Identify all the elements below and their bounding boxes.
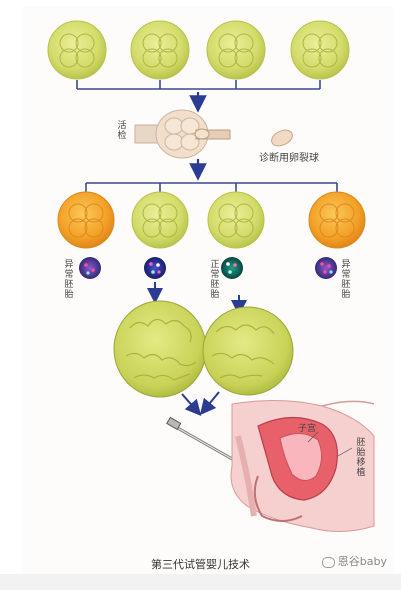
abnormal-embryo-label-2: 异常胚胎 [341,260,351,300]
embryo-1 [47,20,107,80]
abnormal-embryo-2 [308,191,366,249]
connector-top [76,80,321,90]
uterus-label: 子宫 [298,424,317,434]
bottom-strip [0,574,401,590]
chat-bubble-icon [321,556,335,568]
nucleus-abnormal-2 [315,257,337,279]
embryo-3 [206,20,266,80]
nucleus-normal-1 [144,257,166,279]
diagnostic-blastomere [271,129,293,147]
embryo-2 [130,20,190,80]
uterus-illustration [230,399,375,532]
diagnostic-blastomere-label: 诊断用卵裂球 [259,153,319,164]
arrow-transfer-1 [181,393,202,417]
nucleus-row [79,257,337,279]
figure-caption: 第三代试管婴儿技术 [151,558,250,571]
connector-middle [85,182,338,192]
embryo-row2-3 [207,191,265,249]
diagram-panel: 活检 诊断用卵裂球 异常胚胎 正常胚胎 异常胚胎 子宫 胚胎移植 [22,6,394,576]
nucleus-normal-2 [221,257,243,279]
watermark-text: 恩谷baby [337,555,387,568]
watermark: 恩谷baby [321,553,387,569]
embryo-transfer-label: 胚胎移植 [356,438,366,478]
blastocyst-2 [202,306,294,396]
blastocyst-1 [113,300,207,398]
embryo-4 [290,20,350,80]
abnormal-embryo-label-1: 异常胚胎 [64,260,74,300]
embryo-row2-2 [131,191,189,249]
biopsy-label: 活检 [117,121,127,141]
arrow-transfer-2 [199,391,220,416]
pgd-diagram [47,20,375,532]
normal-embryo-label: 正常胚胎 [210,260,220,300]
embryo-row-1 [47,20,350,80]
embryo-row-2 [57,191,366,249]
nucleus-abnormal-1 [79,257,101,279]
biopsy-embryo [134,109,231,159]
abnormal-embryo-1 [57,191,115,249]
